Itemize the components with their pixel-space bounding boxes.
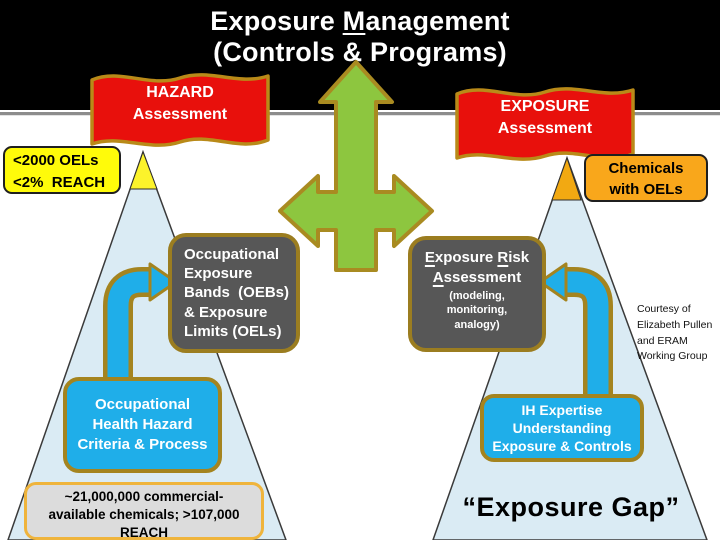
era-seg: ssessment [443,268,522,286]
elbow-arrow-left-icon [103,262,178,384]
chemicals-with-oels-label: Chemicals with OELs [584,154,708,202]
hazard-assessment-flag: HAZARD Assessment [86,64,274,161]
elbow-arrow-right-icon [538,262,613,396]
occupational-health-hazard-box: Occupational Health Hazard Criteria & Pr… [63,377,222,473]
oeb-oel-box: Occupational Exposure Bands (OEBs) & Exp… [168,233,300,353]
exposure-gap-text: “Exposure Gap” [462,492,680,522]
title-line1: Exposure Management [0,6,720,37]
era-underlined-A: A [432,268,444,286]
pyramid-left-yellow-cap [129,150,158,190]
ih-expertise-box: IH Expertise Understanding Exposure & Co… [480,394,644,462]
commercial-chemicals-label: ~21,000,000 commercial- available chemic… [24,482,264,540]
exposure-flag-line1: EXPOSURE [500,98,590,115]
title-line2: (Controls & Programs) [213,37,507,68]
hazard-flag-line1: HAZARD [146,84,214,101]
title-seg: Exposure [210,6,343,36]
flag-banner-icon [90,73,270,147]
era-underlined-E: E [424,249,435,266]
page-title: Exposure Management (Controls & Programs… [0,6,720,69]
exposure-assessment-flag: EXPOSURE Assessment [451,78,639,175]
pyramid-right-orange-cap [551,156,582,201]
title-seg: anagement [365,6,510,36]
oels-reach-label: <2000 OELs <2% REACH [3,146,121,194]
three-way-arrow-icon [278,60,434,272]
era-line2: Assessment [412,268,542,288]
hazard-flag-text: HAZARD Assessment [86,82,274,125]
era-seg: isk [508,249,530,266]
title-underlined-letter: M [342,6,366,36]
courtesy-credit-text: Courtesy of Elizabeth Pullen and ERAM Wo… [637,303,713,363]
era-seg: xposure [434,249,498,266]
ih-box-text: IH Expertise Understanding Exposure & Co… [492,401,632,455]
hazard-flag-line2: Assessment [132,105,228,123]
exposure-flag-text: EXPOSURE Assessment [451,96,639,139]
era-line1: Exposure Risk [412,248,542,268]
era-methods-subtext: (modeling, monitoring, analogy) [446,290,508,331]
era-underlined-R: R [497,249,509,266]
ohh-box-text: Occupational Health Hazard Criteria & Pr… [77,395,208,454]
exposure-flag-line2: Assessment [497,119,593,137]
exposure-risk-assessment-box: Exposure Risk Assessment (modeling, moni… [408,236,546,352]
